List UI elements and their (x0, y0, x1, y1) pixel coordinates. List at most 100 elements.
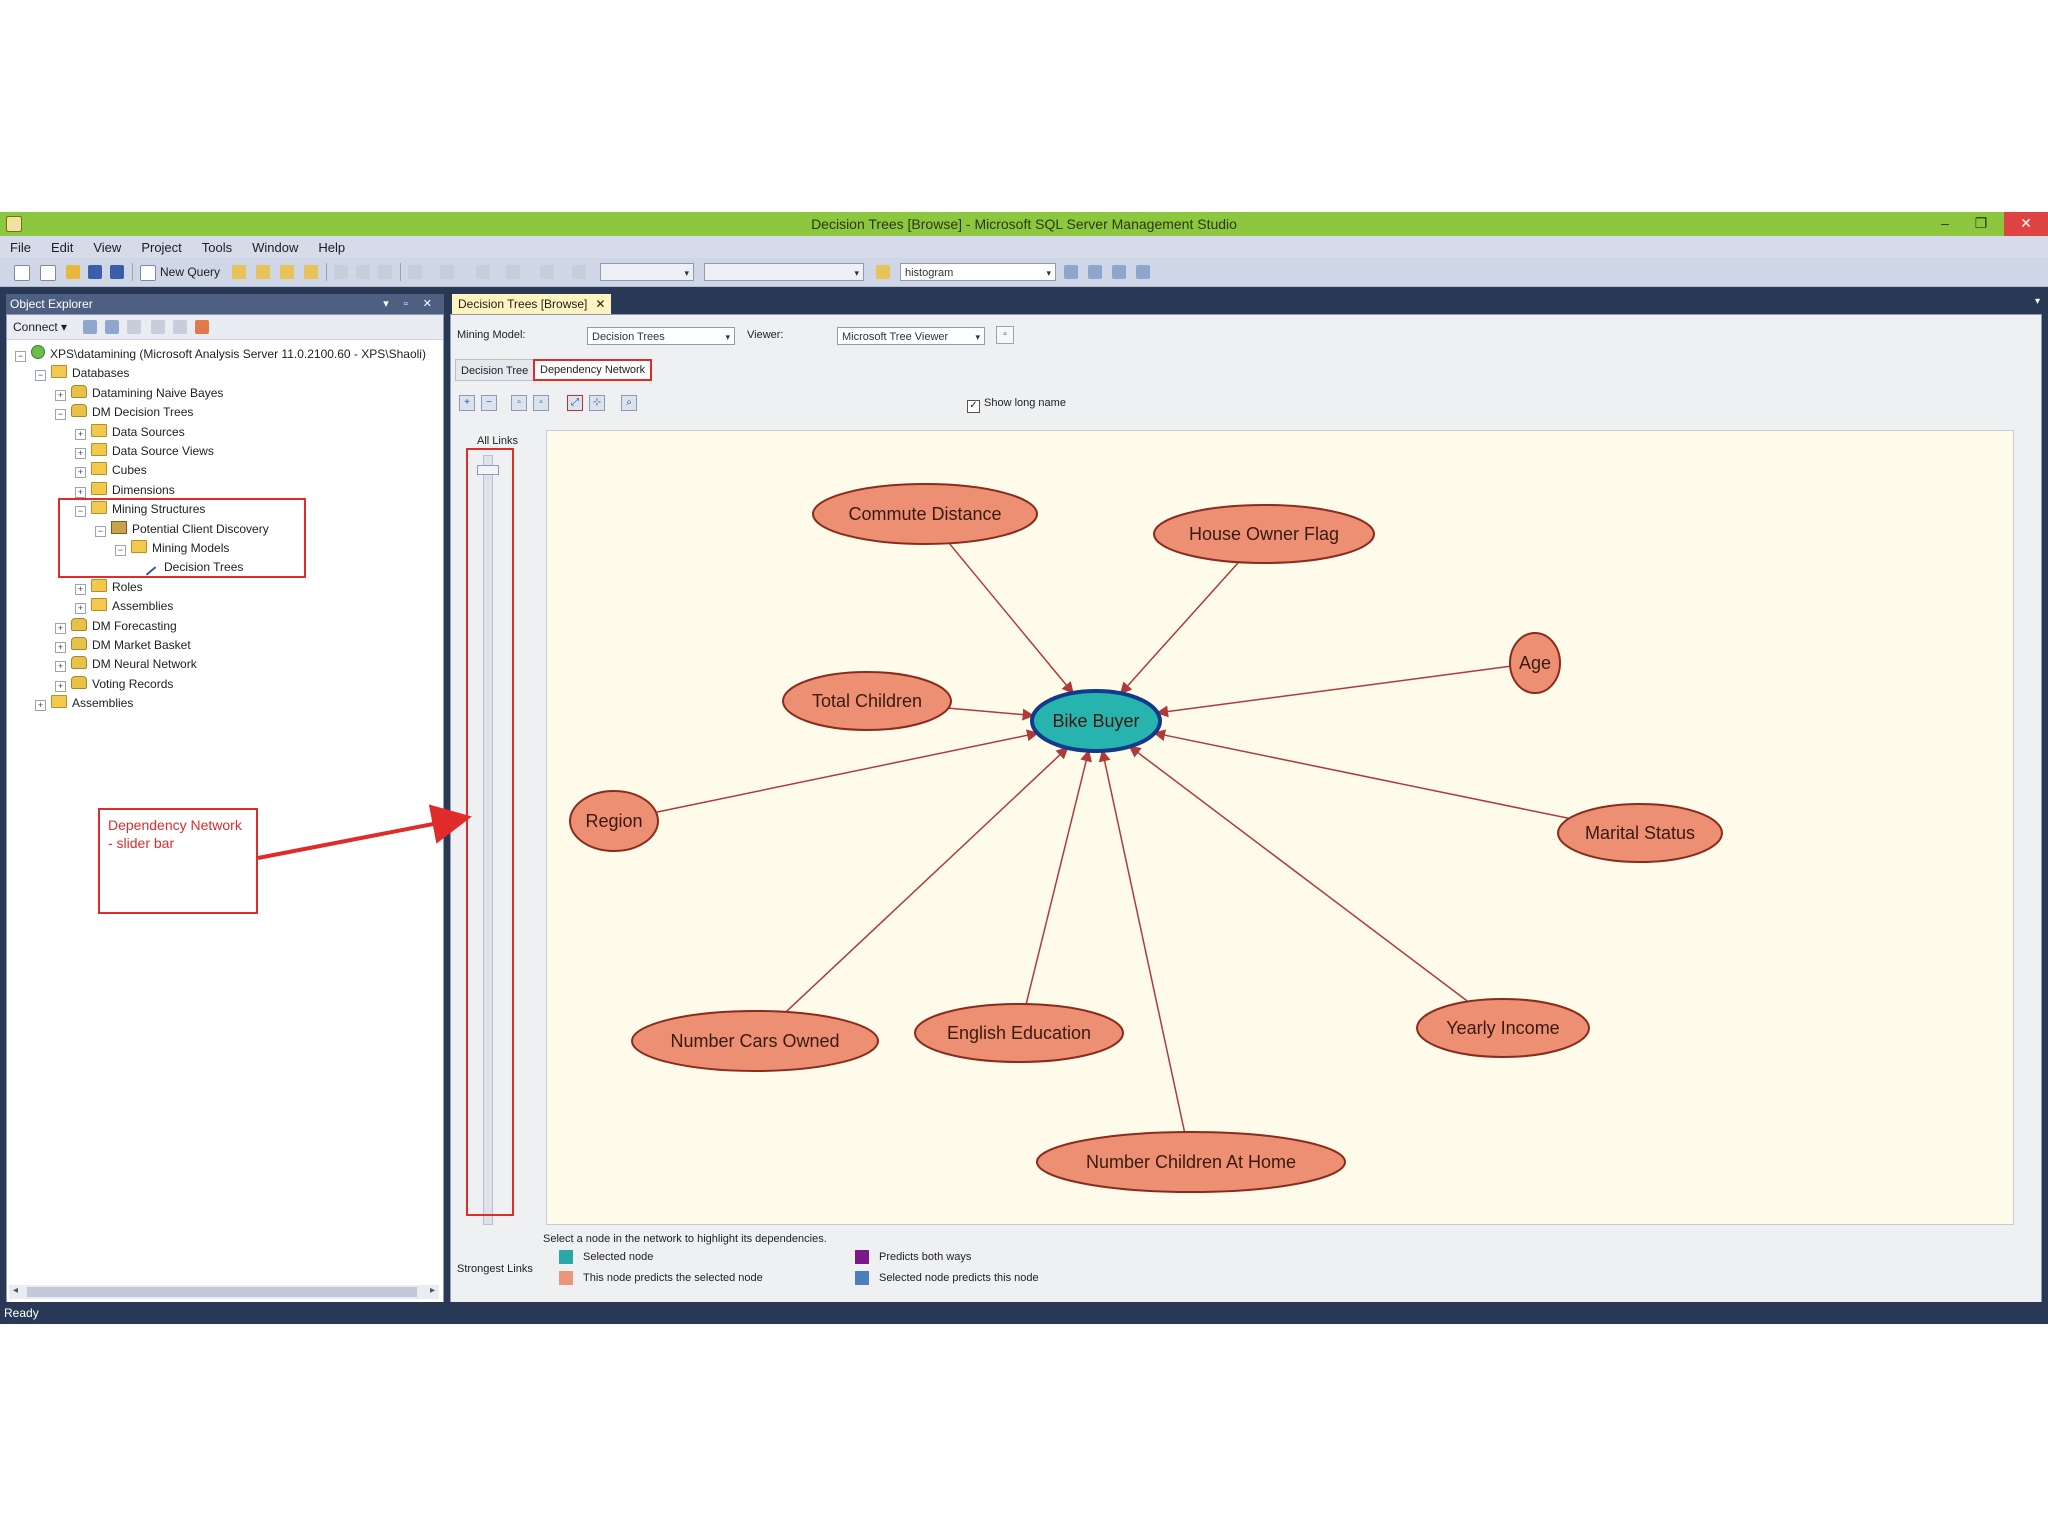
network-node[interactable]: Commute Distance (812, 483, 1038, 545)
expand-icon[interactable]: + (55, 389, 66, 401)
object-explorer-icon[interactable] (1088, 265, 1102, 279)
navigate-back-icon[interactable] (476, 265, 490, 279)
tree-item[interactable]: +Voting Records (55, 675, 173, 693)
expand-icon[interactable]: + (75, 486, 86, 498)
close-tab-icon[interactable]: ✕ (595, 297, 606, 311)
refresh-icon[interactable] (195, 320, 209, 334)
tree-item[interactable]: +DM Market Basket (55, 636, 191, 654)
filter-settings-icon[interactable] (173, 320, 187, 334)
expand-icon[interactable]: + (75, 603, 86, 615)
network-node[interactable]: House Owner Flag (1153, 504, 1375, 564)
network-node-selected[interactable]: Bike Buyer (1030, 689, 1162, 753)
mining-model-select[interactable]: Decision Trees▾ (587, 327, 735, 345)
tree-item[interactable]: +DM Neural Network (55, 655, 197, 673)
link-strength-slider[interactable] (483, 455, 493, 1225)
tab-list-icon[interactable]: ▾ (2034, 296, 2040, 307)
tab-decision-trees-browse[interactable]: Decision Trees [Browse] ✕ (452, 294, 612, 314)
find-icon[interactable] (540, 265, 554, 279)
connect-icon[interactable] (83, 320, 97, 334)
tree-item[interactable]: +DM Forecasting (55, 617, 177, 635)
network-node[interactable]: Number Cars Owned (631, 1010, 879, 1072)
tree-item[interactable]: +Assemblies (35, 694, 133, 712)
expand-icon[interactable]: + (55, 642, 66, 653)
slider-thumb[interactable] (477, 465, 499, 475)
viewer-select[interactable]: Microsoft Tree Viewer▾ (837, 327, 985, 345)
tree-item[interactable]: +Dimensions (75, 481, 175, 499)
tree-item[interactable]: +Data Sources (75, 423, 185, 441)
tree-item[interactable]: +Datamining Naive Bayes (55, 384, 223, 402)
redo-icon[interactable] (440, 265, 454, 279)
copy-icon[interactable] (356, 265, 370, 279)
mdx-query-icon[interactable] (256, 265, 270, 279)
show-long-name-checkbox[interactable]: ✓Show long name (967, 397, 1066, 413)
expand-icon[interactable]: + (75, 448, 86, 459)
save-all-icon[interactable] (110, 265, 124, 279)
menu-view[interactable]: View (93, 239, 122, 255)
network-node[interactable]: English Education (914, 1003, 1124, 1063)
collapse-icon[interactable]: − (15, 351, 26, 362)
zoom-out-icon[interactable]: − (481, 395, 497, 411)
new-query-icon[interactable] (140, 265, 156, 281)
expand-icon[interactable]: + (75, 583, 86, 595)
expand-icon[interactable]: + (55, 680, 66, 692)
open-file-icon[interactable] (66, 265, 80, 279)
close-button[interactable]: ✕ (2004, 212, 2048, 236)
tree-item[interactable]: +Roles (75, 578, 143, 596)
network-node[interactable]: Number Children At Home (1036, 1131, 1346, 1193)
undo-icon[interactable] (408, 265, 422, 279)
collapse-icon[interactable]: − (75, 506, 86, 518)
filter-icon[interactable] (151, 320, 165, 334)
copy-graph-view-icon[interactable]: ▫ (533, 395, 549, 411)
tab-dependency-network[interactable]: Dependency Network (533, 359, 653, 381)
connect-button[interactable]: Connect ▾ (13, 320, 68, 334)
collapse-icon[interactable]: − (55, 409, 66, 421)
paste-icon[interactable] (378, 265, 392, 279)
solution-config-combo[interactable]: ▾ (600, 263, 694, 281)
fit-to-window-icon[interactable]: ⤢ (567, 395, 583, 411)
tree-item[interactable]: −DM Decision Trees (55, 403, 193, 421)
cut-icon[interactable] (334, 265, 348, 279)
center-node-icon[interactable]: ⊹ (589, 395, 605, 411)
stop-icon[interactable] (127, 320, 141, 334)
copy-viewer-icon[interactable]: ▫ (996, 326, 1014, 344)
network-node[interactable]: Marital Status (1557, 803, 1723, 863)
expand-icon[interactable]: + (75, 467, 86, 479)
tree-item[interactable]: −Potential Client Discovery (95, 520, 269, 538)
network-node[interactable]: Yearly Income (1416, 998, 1590, 1058)
options-icon[interactable] (1136, 265, 1150, 279)
navigate-forward-icon[interactable] (506, 265, 520, 279)
menu-project[interactable]: Project (141, 239, 182, 255)
expand-icon[interactable]: + (35, 700, 46, 712)
menu-edit[interactable]: Edit (50, 239, 74, 255)
tree-item[interactable]: −Mining Structures (75, 500, 205, 518)
minimize-button[interactable]: – (1941, 215, 1949, 231)
zoom-in-icon[interactable]: + (459, 395, 475, 411)
menu-tools[interactable]: Tools (201, 239, 233, 255)
tab-decision-tree[interactable]: Decision Tree (455, 359, 535, 381)
expand-icon[interactable]: + (55, 661, 66, 673)
collapse-icon[interactable]: − (95, 525, 106, 537)
dmx-query-icon[interactable] (280, 265, 294, 279)
network-node[interactable]: Age (1509, 632, 1561, 694)
menu-file[interactable]: File (10, 239, 31, 255)
find-combo[interactable]: histogram▾ (900, 263, 1056, 281)
find-in-files-icon[interactable] (876, 265, 890, 279)
restore-button[interactable]: ❐ (1974, 215, 1988, 231)
expand-icon[interactable]: + (75, 428, 86, 440)
add-item-icon[interactable] (40, 265, 56, 281)
tree-item[interactable]: +Assemblies (75, 597, 173, 615)
disconnect-icon[interactable] (105, 320, 119, 334)
find-node-icon[interactable]: ⌕ (621, 395, 637, 411)
solution-platform-combo[interactable]: ▾ (704, 263, 864, 281)
new-project-icon[interactable] (14, 265, 30, 281)
toolbox-icon[interactable] (1112, 265, 1126, 279)
tree-item[interactable]: +Cubes (75, 461, 147, 479)
network-node[interactable]: Region (569, 790, 659, 852)
tree-item[interactable]: −Mining Models (115, 539, 229, 557)
tree-item[interactable]: −Databases (35, 364, 129, 382)
tree-item[interactable]: +Data Source Views (75, 442, 214, 460)
pane-controls[interactable]: ▾ ▫ ✕ (383, 298, 438, 310)
xmla-query-icon[interactable] (304, 265, 318, 279)
start-debug-icon[interactable] (572, 265, 586, 279)
expand-icon[interactable]: + (55, 622, 66, 634)
